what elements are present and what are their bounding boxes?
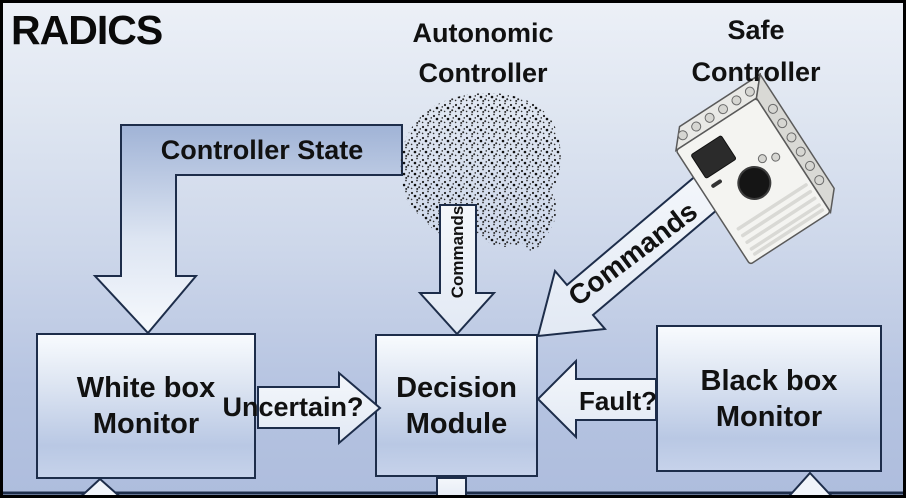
autonomic-controller-label-line1: Autonomic xyxy=(412,18,554,48)
decision-module-bottom-connector xyxy=(436,477,467,495)
black-box-monitor-node: Black box Monitor xyxy=(656,325,882,472)
plc-device-icon xyxy=(674,72,835,265)
decision-module-node: Decision Module xyxy=(375,334,538,477)
fault-arrow xyxy=(536,358,657,440)
controller-state-arrow-label: Controller State xyxy=(160,134,364,165)
decision-module-label-line2: Module xyxy=(405,407,508,440)
controller-state-arrow xyxy=(92,124,403,335)
commands-vertical-arrow xyxy=(417,204,497,336)
commands-diagonal-arrow xyxy=(536,166,733,338)
autonomic-controller-label: Autonomic Controller xyxy=(373,13,593,93)
bottom-up-arrowhead-black-box xyxy=(788,471,832,495)
safe-controller-label-line2: Controller xyxy=(691,57,821,87)
safe-controller-label: Safe Controller xyxy=(646,9,866,93)
black-box-monitor-label-line1: Black box xyxy=(700,364,838,397)
brain-stipple-icon xyxy=(400,92,561,251)
white-box-monitor-node: White box Monitor xyxy=(36,333,256,479)
white-box-monitor-label-line1: White box xyxy=(76,372,216,404)
uncertain-arrow-label: Uncertain? xyxy=(222,392,364,422)
diagram-shapes-layer xyxy=(3,72,903,495)
decision-module-label-line1: Decision xyxy=(396,371,517,404)
uncertain-arrow xyxy=(257,370,382,446)
autonomic-controller-label-line2: Controller xyxy=(418,58,548,88)
diagram-title: RADICS xyxy=(11,7,163,53)
black-box-monitor-label-line2: Monitor xyxy=(715,400,823,433)
commands-vertical-arrow-label: Commands xyxy=(448,205,467,299)
safe-controller-label-line1: Safe xyxy=(727,15,785,45)
white-box-monitor-label-line2: Monitor xyxy=(92,408,200,440)
bottom-up-arrowhead-white-box xyxy=(81,477,120,495)
fault-arrow-label: Fault? xyxy=(579,386,657,416)
